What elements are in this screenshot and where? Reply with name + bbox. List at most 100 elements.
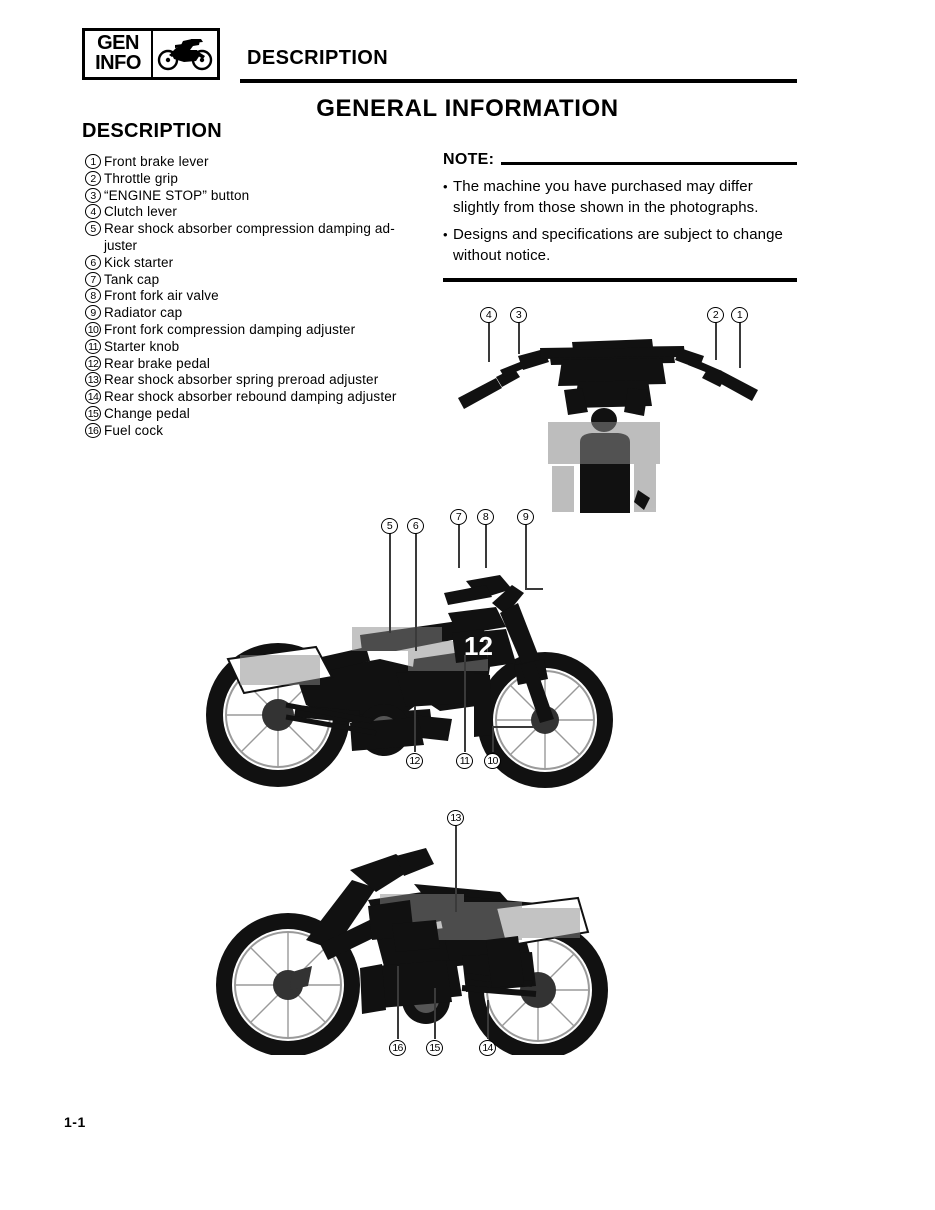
note-header: NOTE: bbox=[443, 150, 797, 170]
part-number: 11 bbox=[85, 338, 101, 354]
part-label: Change pedal bbox=[104, 405, 190, 421]
page-number: 1-1 bbox=[64, 1114, 86, 1130]
callout-marker: 2 bbox=[707, 307, 724, 323]
part-number: 1 bbox=[85, 154, 101, 169]
part-number: 7 bbox=[85, 271, 101, 287]
handlebar-front-view-photo bbox=[452, 330, 772, 520]
callout-marker: 6 bbox=[407, 518, 424, 534]
note-item: •Designs and specifications are subject … bbox=[443, 224, 797, 266]
note-box: NOTE: • The machine you have purchased ma… bbox=[443, 150, 797, 282]
leader-line-4 bbox=[488, 322, 490, 362]
part-label: Rear brake pedal bbox=[104, 355, 210, 371]
part-list-item: 3“ENGINE STOP” button bbox=[82, 187, 432, 205]
chapter-tab-label: GEN INFO bbox=[85, 31, 153, 77]
leader-line-16 bbox=[397, 966, 399, 1039]
leader-line-10 bbox=[492, 726, 494, 752]
note-label: NOTE: bbox=[443, 151, 495, 168]
leader-line-15 bbox=[434, 988, 436, 1039]
chapter-tab: GEN INFO bbox=[82, 28, 220, 80]
callout-marker: 3 bbox=[510, 307, 527, 323]
part-number-badge: 16 bbox=[82, 422, 104, 440]
callout-marker: 1 bbox=[731, 307, 748, 323]
leader-line-3 bbox=[518, 322, 520, 354]
part-number-badge: 7 bbox=[82, 271, 104, 289]
section-heading: DESCRIPTION bbox=[82, 120, 222, 142]
leader-line-9-h bbox=[525, 588, 543, 590]
leader-line-11 bbox=[464, 655, 466, 752]
note-bottom-rule bbox=[443, 278, 797, 282]
part-number-badge: 4 bbox=[82, 204, 104, 221]
callout-marker: 16 bbox=[389, 1040, 406, 1056]
callout-marker: 15 bbox=[426, 1040, 443, 1056]
callout-marker: 4 bbox=[480, 307, 497, 323]
leader-line-9 bbox=[525, 524, 527, 588]
leader-line-13 bbox=[455, 825, 457, 912]
part-label: Front fork compression damping adjuster bbox=[104, 321, 356, 337]
leader-line-1 bbox=[739, 322, 741, 368]
callout-marker: 12 bbox=[406, 753, 423, 769]
note-text: The machine you have purchased may diffe… bbox=[453, 178, 759, 216]
part-label: Front fork air valve bbox=[104, 288, 219, 304]
part-label: Throttle grip bbox=[104, 170, 178, 186]
note-items: • The machine you have purchased may diff… bbox=[443, 176, 797, 266]
part-label: Radiator cap bbox=[104, 305, 183, 321]
part-number-badge: 8 bbox=[82, 288, 104, 305]
part-label: Rear shock absorber rebound damping adju… bbox=[104, 389, 397, 405]
part-number: 2 bbox=[85, 170, 101, 186]
part-number-badge: 13 bbox=[82, 372, 104, 389]
part-number: 15 bbox=[85, 405, 101, 421]
bullet-icon: • bbox=[443, 227, 448, 242]
part-number-badge: 9 bbox=[82, 305, 104, 322]
header-section-title: DESCRIPTION bbox=[247, 47, 389, 69]
part-label: Tank cap bbox=[104, 271, 160, 287]
part-number: 4 bbox=[85, 204, 101, 220]
leader-line-12 bbox=[414, 706, 416, 752]
part-number-badge: 2 bbox=[82, 170, 104, 188]
callout-marker: 13 bbox=[447, 810, 464, 826]
motorcycle-icon bbox=[153, 31, 217, 77]
part-number: 3 bbox=[85, 187, 101, 203]
part-label: Clutch lever bbox=[104, 204, 178, 220]
leader-line-10-h bbox=[492, 726, 534, 728]
part-number-badge: 12 bbox=[82, 355, 104, 373]
part-number: 16 bbox=[85, 422, 101, 438]
part-label: Kick starter bbox=[104, 254, 174, 270]
note-header-rule bbox=[501, 161, 797, 165]
callout-marker: 5 bbox=[381, 518, 398, 534]
part-number: 5 bbox=[85, 221, 101, 237]
bullet-icon: • bbox=[443, 179, 448, 194]
part-number-badge: 1 bbox=[82, 154, 104, 171]
leader-line-2 bbox=[715, 322, 717, 360]
part-number-badge: 5 bbox=[82, 221, 104, 238]
part-label: Fuel cock bbox=[104, 422, 164, 438]
leader-line-14 bbox=[487, 1000, 489, 1039]
part-number: 13 bbox=[85, 372, 101, 388]
leader-line-5 bbox=[389, 533, 391, 633]
part-number: 9 bbox=[85, 305, 101, 321]
note-item: • The machine you have purchased may diff… bbox=[443, 176, 797, 218]
motorcycle-right-side-photo bbox=[200, 840, 620, 1055]
part-number: 8 bbox=[85, 288, 101, 304]
callout-marker: 11 bbox=[456, 753, 473, 769]
part-number: 14 bbox=[85, 389, 101, 405]
part-number: 6 bbox=[85, 254, 101, 270]
leader-line-7 bbox=[458, 524, 460, 568]
callout-marker: 9 bbox=[517, 509, 534, 525]
part-label: Starter knob bbox=[104, 338, 180, 354]
callout-marker: 7 bbox=[450, 509, 467, 525]
